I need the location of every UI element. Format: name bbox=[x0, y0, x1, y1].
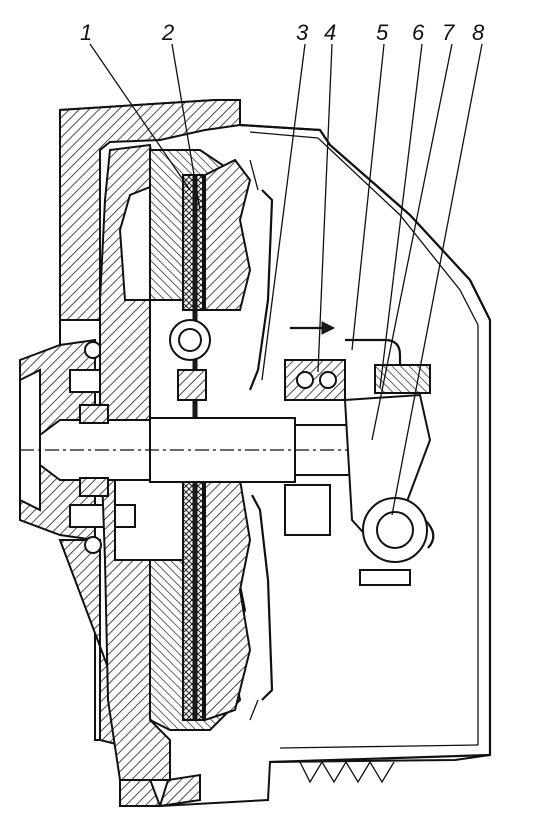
callout-labels: 1 2 3 4 5 6 7 8 bbox=[80, 20, 485, 45]
callout-3: 3 bbox=[296, 20, 309, 45]
callout-4: 4 bbox=[324, 20, 336, 45]
release-fork bbox=[343, 393, 435, 586]
callout-1: 1 bbox=[80, 20, 92, 45]
callout-8: 8 bbox=[472, 20, 485, 45]
bottom-cover-ribs bbox=[299, 760, 395, 784]
pressure-plate bbox=[204, 158, 274, 722]
leader-lines bbox=[89, 43, 483, 516]
callout-6: 6 bbox=[412, 20, 425, 45]
release-bearing bbox=[284, 321, 431, 536]
callout-5: 5 bbox=[376, 20, 389, 45]
callout-7: 7 bbox=[442, 20, 455, 45]
callout-2: 2 bbox=[161, 20, 174, 45]
